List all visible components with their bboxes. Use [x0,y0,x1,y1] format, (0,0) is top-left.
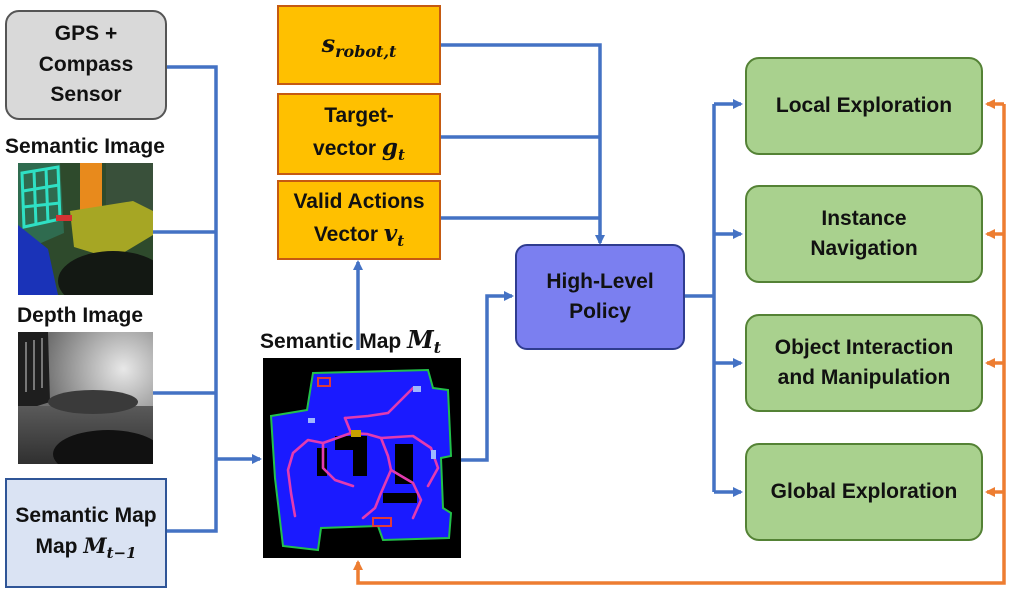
depth-image-thumbnail [18,332,153,464]
semantic-image-label: Semantic Image [5,135,165,158]
semantic-map-subscript: t [433,338,442,358]
semantic-map-label: Semantic Map [260,330,402,353]
semantic-map-symbol: M [407,325,434,354]
target-vector-label-2: vector [313,137,377,161]
previous-map-symbol: M [83,533,107,559]
object-interaction-box: Object Interaction and Manipulation [745,314,983,412]
previous-map-word: Map [35,535,78,559]
global-exploration-box: Global Exploration [745,443,983,541]
semantic-image-thumbnail [18,163,153,295]
semantic-map-image [263,358,461,558]
high-level-policy-label: High-Level Policy [546,269,654,323]
previous-semantic-map-label: Semantic Map [15,503,157,527]
valid-actions-label: Valid Actions [293,189,425,213]
depth-image-label: Depth Image [17,304,144,327]
target-vector-subscript: t [398,146,405,165]
high-level-policy-box: High-Level Policy [515,244,685,350]
local-exploration-label: Local Exploration [775,93,953,117]
robot-state-box: srobot,t [277,5,441,85]
valid-actions-label-2: Vector [313,223,379,247]
semantic-map-title: Semantic Map Mt [260,325,441,357]
target-vector-label: Target- [324,103,394,127]
map-to-policy-arrow [461,291,514,462]
robot-state-subscript: robot,t [335,42,397,61]
global-exploration-label: Global Exploration [770,479,958,503]
valid-actions-symbol: v [383,220,398,248]
previous-map-subscript: t−1 [106,544,137,563]
feedback-bus [353,104,1006,585]
previous-semantic-map-box: Semantic Map Map Mt−1 [5,478,167,588]
local-exploration-box: Local Exploration [745,57,983,155]
valid-actions-vector-box: Valid Actions Vector vt [277,180,441,260]
robot-wire [441,43,605,245]
object-interaction-label: Object Interaction and Manipulation [774,335,954,389]
gps-compass-sensor-box: GPS + Compass Sensor [5,10,167,120]
target-vector-symbol: g [381,134,399,162]
instance-navigation-label: Instance Navigation [810,206,918,260]
instance-navigation-box: Instance Navigation [745,185,983,283]
prev-map-wire [167,459,218,533]
previous-semantic-map-symbol-row: Map Mt−1 [35,531,136,565]
gps-wire [167,65,218,459]
gps-compass-sensor-label: GPS + Compass Sensor [38,22,134,107]
robot-state-symbol: s [321,28,336,58]
valid-actions-subscript: t [397,232,405,251]
target-vector-box: Target- vector gt [277,93,441,175]
